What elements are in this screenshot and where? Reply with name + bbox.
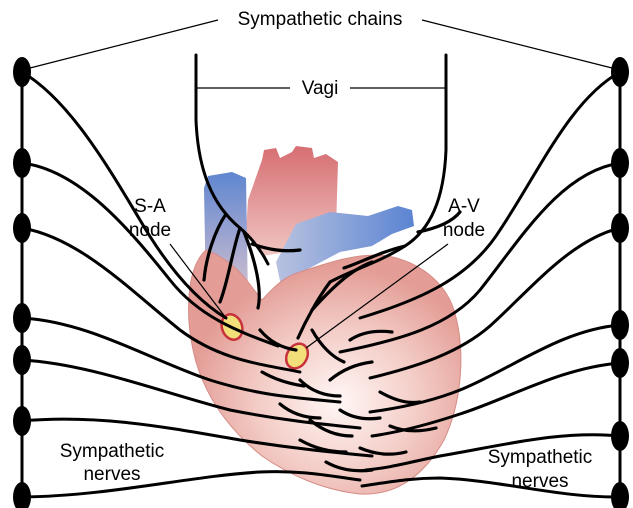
right-sympathetic-chain [611,57,629,508]
label-sa-node-line1: S-A [134,196,166,217]
label-av-node-line1: A-V [448,196,480,217]
label-sa-node-line2: node [129,220,171,241]
left-sympathetic-chain [13,57,31,508]
heart [189,146,461,494]
ganglion-icon [611,482,629,508]
label-sympathetic-nerves-left-line2: nerves [83,464,140,485]
label-vagi: Vagi [302,78,339,99]
label-sympathetic-chains: Sympathetic chains [238,9,403,30]
label-sympathetic-nerves-right-line2: nerves [511,471,568,492]
ganglion-icon [13,482,31,508]
label-av-node-line2: node [443,220,485,241]
label-sympathetic-nerves-right-line1: Sympathetic [488,447,593,468]
label-sympathetic-nerves-left-line1: Sympathetic [60,441,165,462]
